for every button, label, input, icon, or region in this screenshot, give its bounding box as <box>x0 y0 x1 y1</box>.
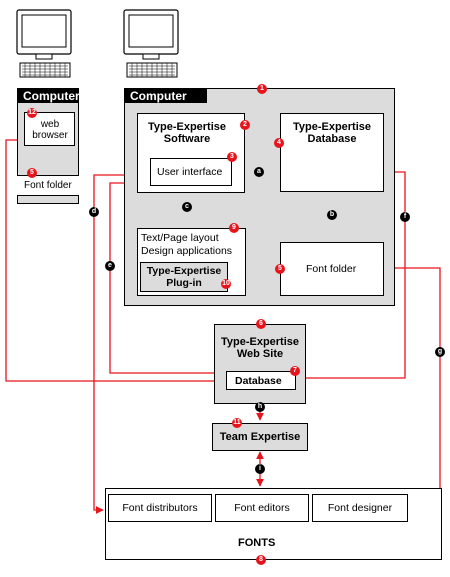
connector-d <box>93 174 150 514</box>
team-title: Team Expertise <box>219 431 301 443</box>
badge-12: 12 <box>27 108 37 118</box>
badge-9: 9 <box>229 223 239 233</box>
badge-g: g <box>435 347 445 357</box>
badge-c: c <box>182 202 192 212</box>
monitor-main-icon <box>123 9 179 78</box>
badge-b: b <box>327 210 337 220</box>
badge-a: a <box>254 167 264 177</box>
team-panel <box>212 423 308 451</box>
badge-6: 6 <box>256 319 266 329</box>
badge-5-left: 5 <box>27 168 37 178</box>
font-designer-box <box>312 494 408 522</box>
font-distributors-box <box>108 494 212 522</box>
apps-line1: Text/Page layout <box>141 232 219 244</box>
connector-browser <box>5 139 226 385</box>
main-font-folder-label: Font folder <box>306 263 357 275</box>
database-box <box>280 113 384 192</box>
user-interface-box <box>150 158 232 186</box>
font-distributors-label: Font distributors <box>122 502 198 514</box>
badge-10: 10 <box>221 279 231 289</box>
computer-main-title: Computer <box>124 88 207 103</box>
website-database-box <box>226 371 296 390</box>
font-designer-label: Font designer <box>327 502 393 514</box>
main-font-folder-box <box>280 242 384 296</box>
badge-7: 7 <box>290 366 300 376</box>
left-font-folder-label: Font folder <box>24 180 72 191</box>
computer-left-title: Computer <box>17 88 80 103</box>
badge-e: e <box>105 261 115 271</box>
badge-1: 1 <box>257 84 267 94</box>
user-interface-label: User interface <box>157 166 223 178</box>
badge-5-main: 5 <box>275 264 285 274</box>
badge-i: i <box>255 464 265 474</box>
badge-2: 2 <box>240 120 250 130</box>
badge-8: 8 <box>256 555 266 565</box>
software-title: Type-Expertise Software <box>147 121 227 145</box>
badge-d: d <box>89 207 99 217</box>
font-editors-label: Font editors <box>234 502 290 514</box>
badge-4: 4 <box>274 138 284 148</box>
website-database-label: Database <box>235 375 282 387</box>
monitor-left-icon <box>16 9 72 78</box>
website-panel <box>214 324 306 404</box>
badge-f: f <box>400 212 410 222</box>
database-title: Type-Expertise Database <box>292 121 372 145</box>
fonts-title: FONTS <box>238 537 276 549</box>
web-browser-label: web browser <box>32 119 68 141</box>
plugin-label: Type-Expertise Plug-in <box>146 265 222 289</box>
apps-line2: Design applications <box>141 245 233 257</box>
badge-11: 11 <box>232 418 242 428</box>
plugin-box <box>140 262 228 292</box>
badge-h: h <box>255 402 265 412</box>
badge-3: 3 <box>227 152 237 162</box>
font-editors-box <box>215 494 309 522</box>
left-font-folder-box <box>17 175 79 196</box>
website-title: Type-Expertise Web Site <box>220 336 300 360</box>
